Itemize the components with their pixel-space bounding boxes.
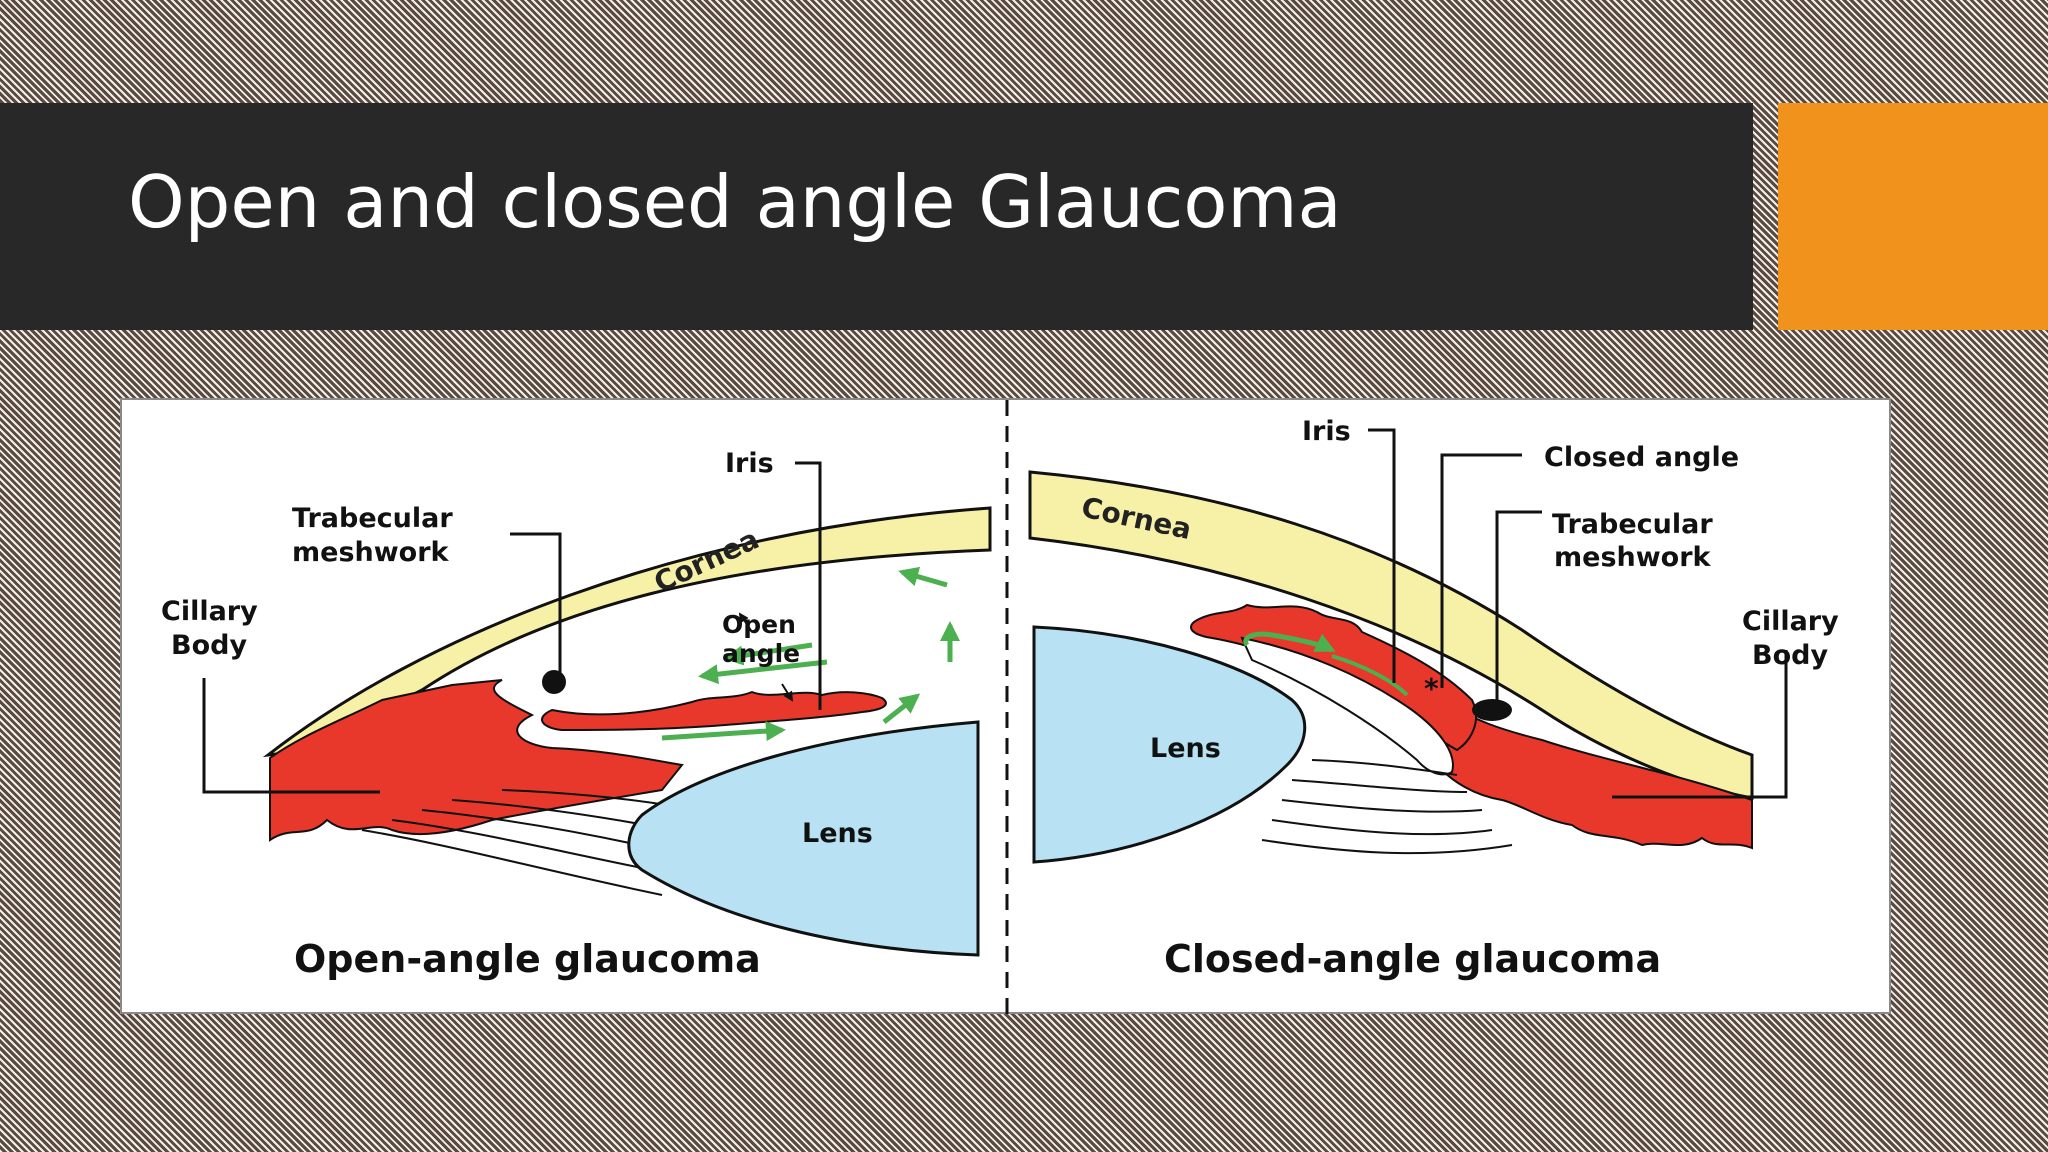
slide-title: Open and closed angle Glaucoma [128,160,1342,244]
open-angle-label-2: angle [722,639,800,668]
open-angle-label-1: Open [722,610,796,639]
accent-block [1778,103,2048,330]
title-bar [0,103,1753,330]
closed-trabecular-label-2: meshwork [1554,542,1712,573]
open-ciliary-label-1: Cillary [161,596,258,627]
closed-ciliary-label-2: Body [1752,640,1828,671]
closed-angle-caption: Closed-angle glaucoma [1164,937,1661,981]
closed-iris-label: Iris [1302,416,1351,447]
open-trabecular-dot [542,670,566,694]
open-ciliary-body [269,679,684,842]
open-angle-panel: Iris Trabecular meshwork Cillary Body Co… [161,448,992,981]
open-iris-label: Iris [725,448,774,479]
open-lens [627,720,980,957]
closed-angle-label: Closed angle [1544,442,1739,473]
closed-trabecular-dot [1472,699,1512,721]
open-lens-label: Lens [802,818,873,849]
closed-lens [1032,625,1307,864]
closed-leader-lines [1368,428,1788,799]
open-iris [541,690,887,732]
open-angle-caption: Open-angle glaucoma [294,937,761,981]
closed-ciliary-body [1426,698,1753,850]
closed-angle-panel: * Iris Closed angle Trabecular meshwork … [1028,416,1839,981]
closed-angle-star: * [1424,672,1439,705]
closed-ciliary-label-1: Cillary [1742,606,1839,637]
closed-flow-arrow [1243,631,1336,653]
closed-zonules [1261,759,1513,855]
glaucoma-diagram: Iris Trabecular meshwork Cillary Body Co… [120,398,1891,1016]
closed-trabecular-label-1: Trabecular [1552,509,1713,540]
open-ciliary-label-2: Body [171,630,247,661]
open-trabecular-label-1: Trabecular [292,503,453,534]
open-flow-arrows [661,566,960,742]
open-leader-lines [202,461,822,794]
closed-lens-label: Lens [1150,733,1221,764]
open-trabecular-label-2: meshwork [292,537,450,568]
